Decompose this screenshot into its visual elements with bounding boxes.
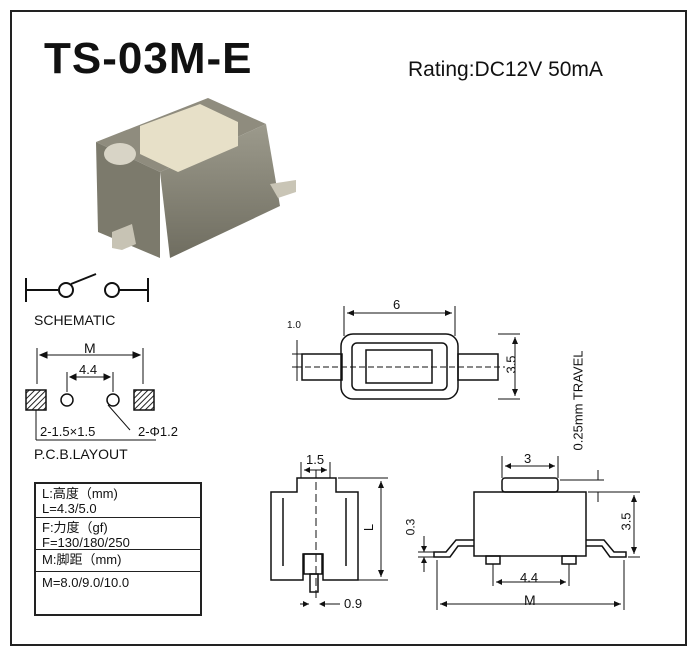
front-dim-M: M	[524, 592, 536, 608]
top-dim-10: 1.0	[287, 320, 301, 331]
drawing-frame	[10, 10, 687, 646]
schematic-symbol	[25, 273, 149, 302]
pcb-layout-label: P.C.B.LAYOUT	[34, 446, 128, 462]
front-dim-3: 3	[524, 451, 532, 466]
top-view	[292, 306, 520, 400]
front-dim-03: 0.3	[403, 518, 418, 536]
rating-text: Rating:DC12V 50mA	[408, 58, 603, 81]
front-view	[418, 456, 640, 610]
spec-row-force: F:力度（gf) F=130/180/250	[36, 516, 200, 550]
pcb-hole-note: 2-Φ1.2	[138, 424, 179, 439]
top-dim-6: 6	[393, 297, 401, 312]
product-title: TS-03M-E	[44, 34, 253, 83]
spec-row-pitch-label: M:脚距（mm)	[42, 552, 122, 567]
pcb-layout	[25, 348, 156, 441]
top-dim-35: 3.5	[503, 355, 519, 374]
travel-label: 0.25mm TRAVEL	[570, 350, 586, 451]
front-dim-44: 4.4	[520, 570, 539, 585]
pcb-dim-m: M	[84, 340, 96, 356]
side-view	[270, 462, 388, 607]
spec-row-height-value: L=4.3/5.0	[42, 501, 97, 516]
pcb-pad-note: 2-1.5×1.5	[40, 424, 96, 439]
spec-row-height-label: L:高度（mm)	[42, 486, 118, 501]
spec-table: L:高度（mm) L=4.3/5.0 F:力度（gf) F=130/180/25…	[34, 482, 202, 616]
spec-row-pitch-value: M=8.0/9.0/10.0	[36, 571, 200, 590]
side-dim-L: L	[361, 523, 377, 532]
front-dim-35: 3.5	[618, 512, 634, 531]
side-dim-09: 0.9	[344, 596, 363, 611]
pcb-dim-44: 4.4	[79, 362, 98, 377]
spec-row-height: L:高度（mm) L=4.3/5.0	[36, 484, 200, 517]
spec-row-force-label: F:力度（gf)	[42, 519, 108, 535]
spec-row-pitch: M:脚距（mm) M=8.0/9.0/10.0	[36, 549, 200, 614]
side-dim-15: 1.5	[306, 452, 325, 467]
spec-row-force-value: F=130/180/250	[42, 534, 130, 550]
schematic-label: SCHEMATIC	[34, 312, 116, 328]
switch-photo	[96, 98, 296, 258]
